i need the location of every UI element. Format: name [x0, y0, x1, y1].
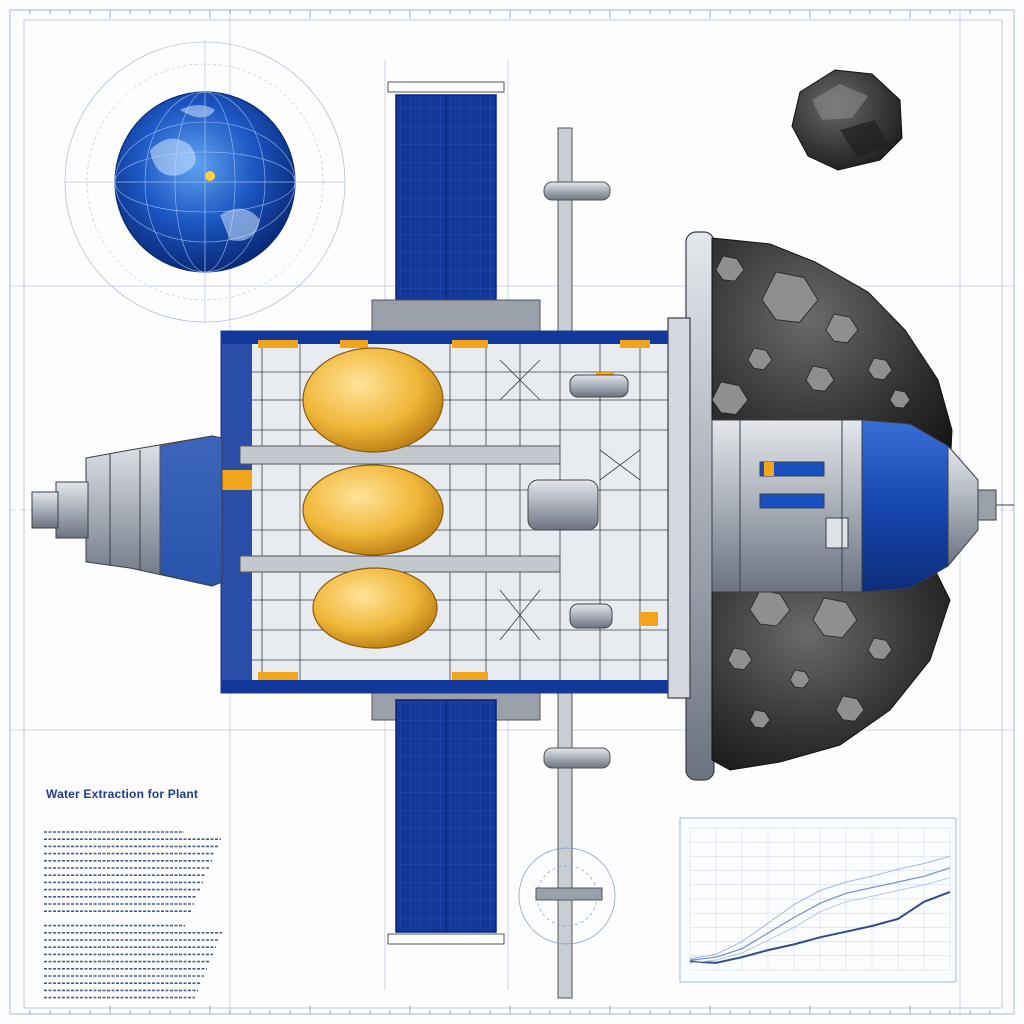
asteroid-body: [711, 237, 953, 771]
diagram-title: Water Extraction for Plant: [46, 787, 199, 801]
docking-ring: [667, 231, 715, 781]
spec-text-block: [44, 831, 222, 999]
chart-series-line-2: [689, 867, 951, 961]
water-tank-middle: [302, 464, 444, 556]
planet-icon: [64, 40, 346, 324]
internal-pipes: [527, 374, 629, 629]
water-tank-lower: [312, 567, 438, 649]
line-chart: [679, 817, 957, 983]
chart-series-line-3: [689, 855, 951, 960]
capsule-module-right: [711, 419, 1014, 593]
asteroid-icon: [791, 69, 903, 171]
detail-circle: [518, 847, 616, 945]
solar-panel-upper: [371, 81, 541, 336]
engine-module-left: [31, 435, 223, 587]
chart-series-line-4: [689, 877, 951, 964]
solar-panel-lower: [371, 689, 541, 945]
chart-series-line-1: [689, 890, 951, 964]
ruler-ticks: [29, 10, 991, 1014]
chart-plot-area: [679, 817, 957, 983]
water-tank-upper: [302, 347, 444, 453]
